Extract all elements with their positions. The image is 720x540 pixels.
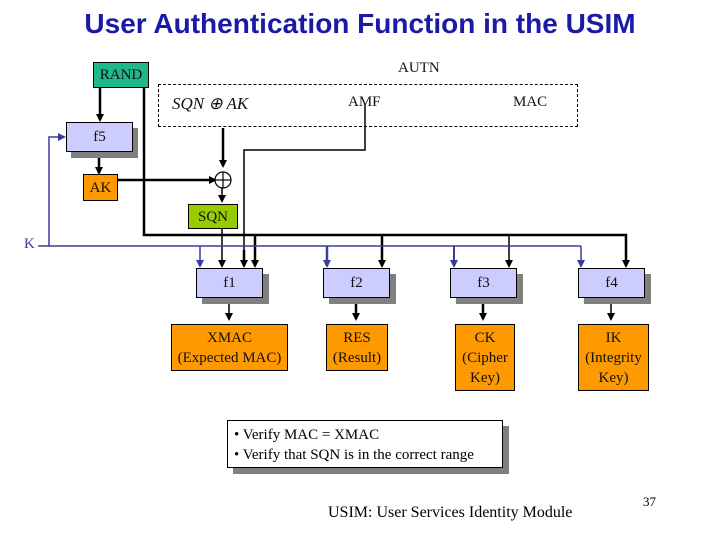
ck-desc2: Key) xyxy=(470,369,500,386)
f4-function-box: f4 xyxy=(578,268,645,298)
ik-name: IK xyxy=(605,329,622,346)
verify-line-2: • Verify that SQN is in the correct rang… xyxy=(234,447,474,463)
f3-function-box: f3 xyxy=(450,268,517,298)
res-output-box: RES (Result) xyxy=(326,324,388,371)
rand-box: RAND xyxy=(93,62,149,88)
sqn-box: SQN xyxy=(188,204,238,229)
ik-desc2: Key) xyxy=(598,369,629,386)
f5-function-box: f5 xyxy=(66,122,133,152)
ak-box: AK xyxy=(83,174,118,201)
verify-line-1: • Verify MAC = XMAC xyxy=(234,427,380,443)
res-name: RES xyxy=(343,329,371,346)
ck-name: CK xyxy=(474,329,496,346)
xmac-output-box: XMAC (Expected MAC) xyxy=(171,324,288,371)
verify-box: • Verify MAC = XMAC • Verify that SQN is… xyxy=(227,420,503,468)
xor-operator-icon xyxy=(214,171,232,189)
xmac-name: XMAC xyxy=(206,329,252,346)
ck-desc1: (Cipher xyxy=(462,349,508,366)
wire-rand-bus xyxy=(142,88,630,268)
page-number: 37 xyxy=(643,494,656,509)
autn-sqn-xor-ak: SQN ⊕ AK xyxy=(172,94,249,113)
wire-amf-f1 xyxy=(243,104,366,266)
autn-amf: AMF xyxy=(348,94,381,110)
page-title: User Authentication Function in the USIM xyxy=(84,8,636,39)
autn-mac: MAC xyxy=(513,94,548,110)
ik-desc1: (Integrity xyxy=(585,349,642,366)
ik-output-box: IK (Integrity Key) xyxy=(578,324,649,391)
footer-caption: USIM: User Services Identity Module xyxy=(328,504,573,521)
wire-k-f5 xyxy=(48,133,66,246)
f2-function-box: f2 xyxy=(323,268,390,298)
ck-output-box: CK (Cipher Key) xyxy=(455,324,515,391)
res-desc: (Result) xyxy=(332,349,382,366)
k-label: K xyxy=(24,236,35,252)
f1-function-box: f1 xyxy=(196,268,263,298)
xmac-desc: (Expected MAC) xyxy=(177,349,282,366)
autn-label: AUTN xyxy=(398,60,440,76)
autn-container xyxy=(158,84,578,127)
